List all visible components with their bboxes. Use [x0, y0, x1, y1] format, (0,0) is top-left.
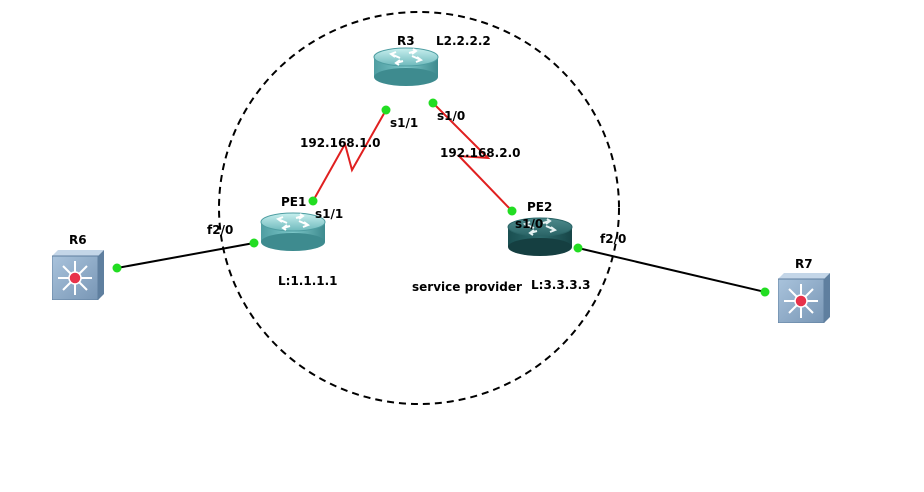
port-dot-r3-s11[interactable] [381, 105, 391, 115]
port-dot-pe1-s11[interactable] [308, 196, 318, 206]
interface-label-pe2-f20: f2/0 [600, 232, 626, 246]
serial-link-r3-pe2[interactable] [432, 102, 513, 212]
port-dot-r7[interactable] [760, 287, 770, 297]
device-label-r6: R6 [69, 233, 87, 247]
ethernet-link-r6-pe1[interactable] [116, 242, 255, 269]
interface-label-pe2-s10: s1/0 [515, 217, 543, 231]
port-dot-r3-s10[interactable] [428, 98, 438, 108]
ethernet-link-pe2-r7[interactable] [577, 247, 766, 293]
device-label-pe1: PE1 [281, 195, 306, 209]
device-label-r3: R3 [397, 34, 415, 48]
multilayer-switch-icon-r7[interactable] [778, 273, 830, 323]
interface-label-pe1-s11: s1/1 [315, 207, 343, 221]
interface-label-r3-s11: s1/1 [390, 116, 418, 130]
network-label-192-168-1-0: 192.168.1.0 [300, 136, 380, 150]
port-dot-r6[interactable] [112, 263, 122, 273]
service-provider-boundary [218, 11, 620, 405]
device-label-pe2: PE2 [527, 200, 552, 214]
router-icon-r3[interactable] [373, 47, 439, 87]
network-label-192-168-2-0: 192.168.2.0 [440, 146, 520, 160]
port-dot-pe2-f20[interactable] [573, 243, 583, 253]
interface-label-pe1-f20: f2/0 [207, 223, 233, 237]
device-label-r7: R7 [795, 257, 813, 271]
multilayer-switch-icon-r6[interactable] [52, 250, 104, 300]
service-provider-label: service provider [412, 280, 522, 294]
serial-link-r3-pe1[interactable] [312, 109, 387, 202]
loopback-label-pe2: L:3.3.3.3 [531, 278, 591, 292]
interface-label-r3-s10: s1/0 [437, 109, 465, 123]
loopback-label-pe1: L:1.1.1.1 [278, 274, 338, 288]
port-dot-pe2-s10[interactable] [507, 206, 517, 216]
loopback-label-r3: L2.2.2.2 [436, 34, 491, 48]
port-dot-pe1-f20[interactable] [249, 238, 259, 248]
